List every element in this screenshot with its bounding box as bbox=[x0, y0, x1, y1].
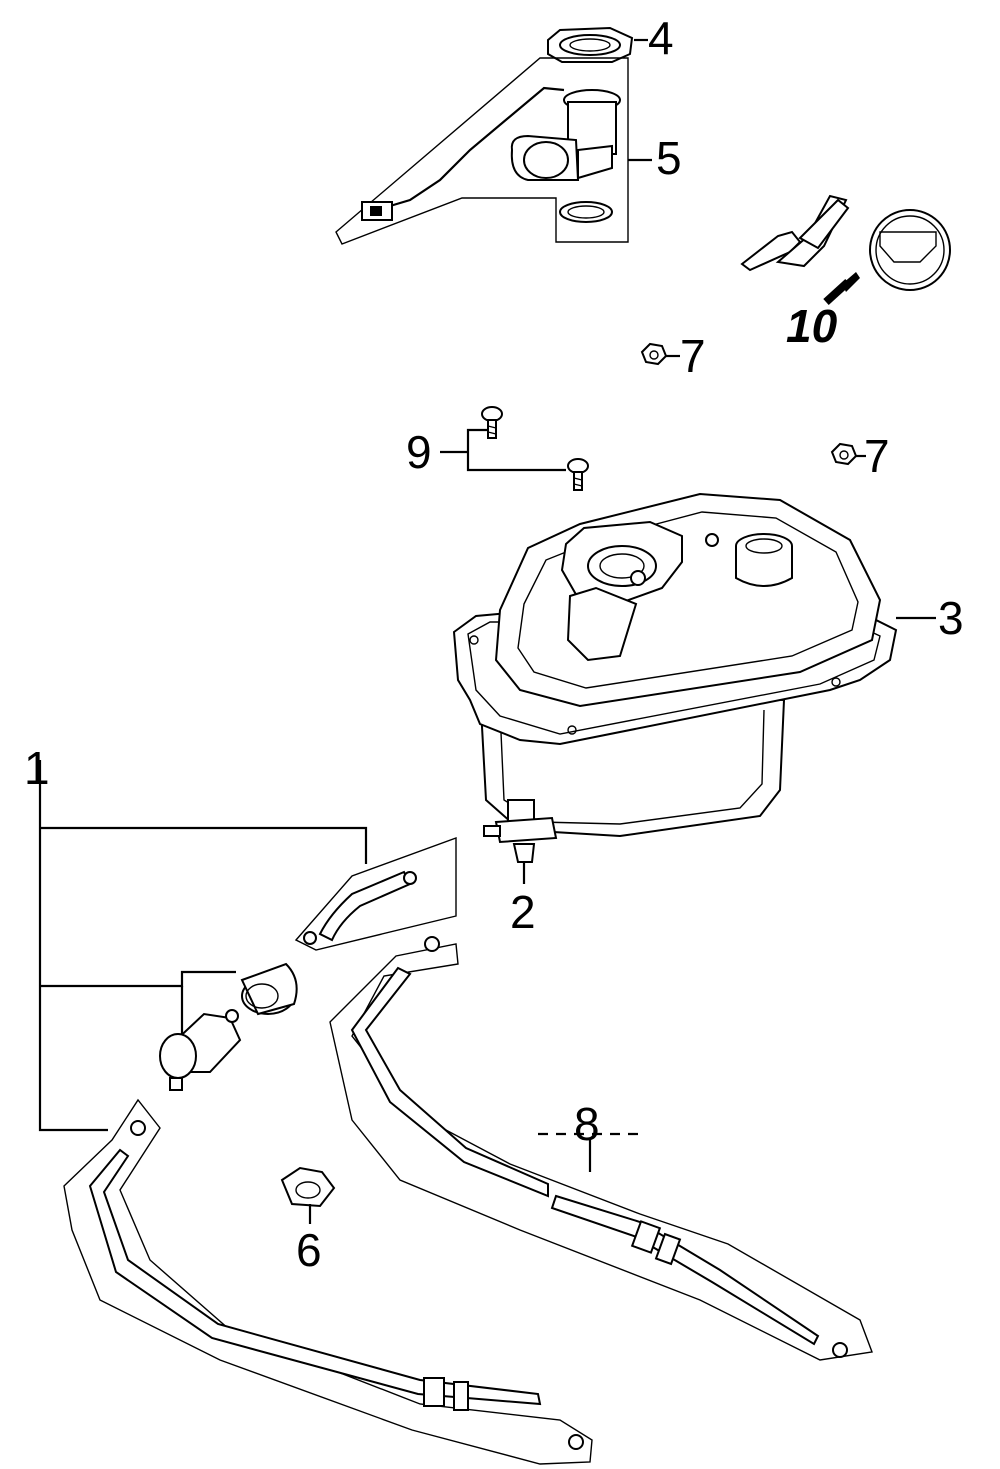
callout-7-lower-label: 7 bbox=[864, 430, 890, 482]
callout-6-label: 6 bbox=[296, 1224, 322, 1276]
callout-7-upper-label: 7 bbox=[680, 330, 706, 382]
callout-8-label: 8 bbox=[574, 1098, 600, 1150]
part-6-hose-clip[interactable] bbox=[280, 1166, 336, 1208]
callout-4-label: 4 bbox=[648, 12, 674, 64]
part-7-nut-lower[interactable] bbox=[830, 442, 858, 466]
callout-3-label: 3 bbox=[938, 592, 964, 644]
part-1-long-hose[interactable] bbox=[63, 1098, 593, 1465]
callout-8-leader bbox=[538, 1132, 638, 1172]
part-9-bolt-lower[interactable] bbox=[567, 458, 589, 491]
part-7-nut-upper[interactable] bbox=[640, 342, 668, 366]
part-3-fuel-tank[interactable] bbox=[452, 492, 898, 838]
part-1-fuel-filter[interactable] bbox=[159, 962, 298, 1091]
callout-9-label: 9 bbox=[406, 426, 432, 478]
callout-1-label: 1 bbox=[24, 742, 50, 794]
callout-1-bracket bbox=[38, 760, 368, 1132]
part-10-fuel-cap-key-set[interactable] bbox=[740, 194, 951, 291]
part-5-fuel-pump-assembly[interactable] bbox=[335, 57, 629, 245]
callout-9-bracket bbox=[440, 428, 566, 472]
part-1-short-hose[interactable] bbox=[294, 836, 457, 951]
part-2-fuel-valve[interactable] bbox=[483, 799, 558, 863]
part-8-vacuum-hose[interactable] bbox=[329, 936, 873, 1361]
callout-10-label: 10 bbox=[786, 300, 838, 352]
callout-2-label: 2 bbox=[510, 886, 536, 938]
part-4-retaining-ring[interactable] bbox=[547, 26, 634, 63]
callout-10-leader bbox=[823, 272, 860, 305]
callout-5-label: 5 bbox=[656, 132, 682, 184]
part-9-bolt-upper[interactable] bbox=[481, 406, 503, 439]
